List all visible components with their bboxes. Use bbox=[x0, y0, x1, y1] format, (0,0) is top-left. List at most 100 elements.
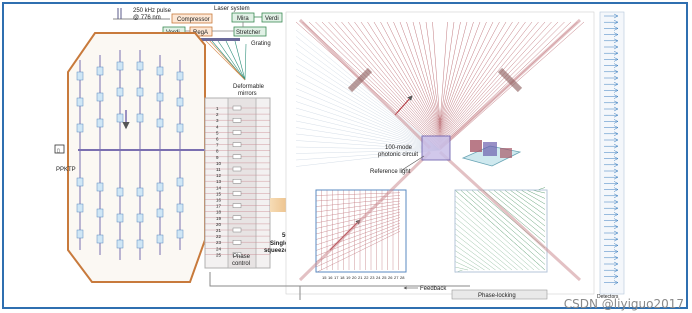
stretcher-label: Stretcher bbox=[236, 30, 260, 36]
detector-mark bbox=[604, 230, 619, 236]
verdi-top-box bbox=[261, 12, 283, 23]
detector-mark bbox=[604, 88, 619, 93]
phase-number: 6 bbox=[216, 137, 219, 142]
phase-number: 5 bbox=[216, 130, 219, 135]
phase-number: 20 bbox=[216, 222, 222, 227]
bottom-number: 18 bbox=[340, 275, 345, 280]
detector-mark bbox=[604, 162, 619, 168]
detector-mark bbox=[604, 156, 619, 161]
photonic-circuit: 100-mode photonic circuit Reference ligh… bbox=[209, 11, 595, 300]
bottom-number: 28 bbox=[400, 275, 405, 280]
mirrors-label: mirrors bbox=[238, 91, 257, 97]
detector-mark bbox=[604, 212, 619, 217]
detector-mark bbox=[604, 205, 619, 211]
detector-mark bbox=[604, 199, 619, 205]
detector-mark bbox=[604, 261, 619, 267]
wavelength-label: @ 776 nm bbox=[133, 15, 161, 21]
detector-mark bbox=[604, 26, 619, 31]
detector-strip: Detectors bbox=[597, 11, 625, 300]
bottom-number: 26 bbox=[388, 275, 393, 280]
mode-label-2: photonic circuit bbox=[378, 152, 418, 158]
detector-mark bbox=[604, 119, 619, 124]
detector-mark bbox=[604, 249, 619, 254]
rega-label: RegA bbox=[193, 30, 208, 36]
detector-mark bbox=[604, 50, 619, 56]
feedback-label: Feedback bbox=[420, 286, 447, 292]
phase-label: Phase bbox=[233, 254, 251, 260]
detector-mark bbox=[604, 193, 619, 199]
bottom-number: 22 bbox=[364, 275, 369, 280]
input-port-box bbox=[54, 144, 65, 154]
phase-number: 3 bbox=[216, 118, 219, 123]
phase-number: 14 bbox=[216, 185, 222, 190]
phase-number: 24 bbox=[216, 246, 222, 251]
pulse-label: 250 kHz pulse bbox=[133, 8, 172, 14]
stretcher-box bbox=[233, 26, 267, 37]
phase-number: 10 bbox=[216, 161, 222, 166]
detector-mark bbox=[604, 150, 619, 155]
phase-number: 23 bbox=[216, 240, 222, 245]
detector-mark bbox=[604, 280, 619, 285]
detector-mark bbox=[604, 69, 619, 75]
central-chip bbox=[421, 135, 451, 161]
squeezed-count: 50 bbox=[282, 233, 289, 239]
bottom-number: 19 bbox=[346, 275, 351, 280]
phase-number: 2 bbox=[216, 112, 219, 117]
detector-mark bbox=[604, 187, 619, 192]
detector-mark bbox=[604, 274, 619, 279]
detector-mark bbox=[604, 267, 619, 273]
phase-number: 17 bbox=[216, 204, 222, 209]
detector-mark bbox=[604, 81, 619, 87]
laser-system: 250 kHz pulse @ 776 nm Laser system Comp… bbox=[113, 6, 283, 97]
detector-mark bbox=[604, 181, 619, 186]
phase-number: 12 bbox=[216, 173, 222, 178]
detector-mark bbox=[604, 32, 619, 37]
detector-mark bbox=[604, 174, 619, 180]
phase-number: 25 bbox=[216, 252, 222, 257]
reference-label: Reference light bbox=[370, 169, 411, 175]
svg-text:▯: ▯ bbox=[57, 148, 60, 154]
detector-mark bbox=[604, 94, 619, 99]
bottom-number: 27 bbox=[394, 275, 399, 280]
detector-mark bbox=[604, 106, 619, 112]
detector-mark bbox=[604, 236, 619, 242]
detector-mark bbox=[604, 143, 619, 149]
detector-mark bbox=[604, 63, 619, 68]
phase-number: 18 bbox=[216, 210, 222, 215]
detectors-label: Detectors bbox=[597, 294, 619, 300]
phase-number: 15 bbox=[216, 191, 222, 196]
phase-number: 13 bbox=[216, 179, 222, 184]
chip-inset bbox=[461, 140, 522, 167]
detector-mark bbox=[604, 218, 619, 223]
verdi-top-label: Verdi bbox=[265, 16, 279, 22]
bottom-number: 17 bbox=[334, 275, 339, 280]
rega-box bbox=[189, 26, 213, 37]
bottom-number: 20 bbox=[352, 275, 357, 280]
phase-control-column bbox=[227, 97, 257, 269]
control-label: control bbox=[232, 261, 250, 267]
detector-mark bbox=[604, 44, 619, 50]
detector-mark bbox=[604, 13, 619, 19]
phase-number: 16 bbox=[216, 198, 222, 203]
detector-mark bbox=[604, 112, 619, 118]
bottom-number: 25 bbox=[382, 275, 387, 280]
compressor-label: Compressor bbox=[177, 17, 210, 23]
detector-mark bbox=[604, 57, 619, 62]
phase-number: 22 bbox=[216, 234, 222, 239]
ppktp-label: PPKTP bbox=[56, 167, 76, 173]
phase-locking-label: Phase-locking bbox=[478, 293, 516, 299]
bottom-number: 15 bbox=[322, 275, 327, 280]
detector-mark bbox=[604, 243, 619, 248]
phase-number: 1 bbox=[216, 106, 219, 111]
deformable-label: Deformable bbox=[233, 84, 265, 90]
detector-mark bbox=[604, 38, 619, 44]
phase-number: 21 bbox=[216, 228, 222, 233]
phase-number: 7 bbox=[216, 143, 219, 148]
mode-label-1: 100-mode bbox=[385, 145, 413, 151]
grating-label: Grating bbox=[251, 41, 271, 47]
phase-number: 19 bbox=[216, 216, 222, 221]
phase-number: 4 bbox=[216, 124, 219, 129]
bottom-number: 21 bbox=[358, 275, 363, 280]
detector-mark bbox=[604, 137, 619, 143]
